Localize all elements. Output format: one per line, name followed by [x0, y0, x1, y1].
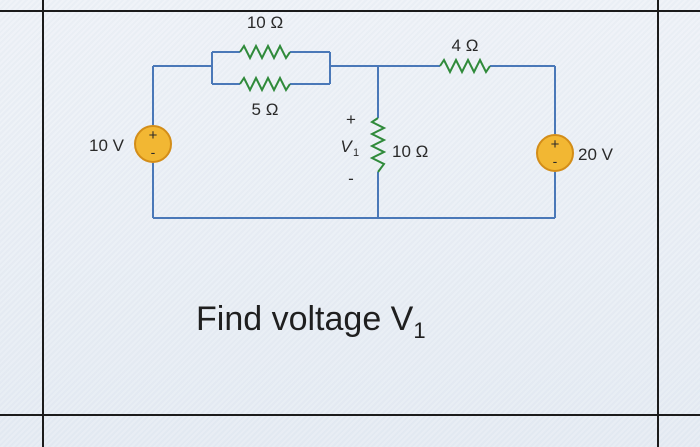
svg-text:V: V: [340, 137, 353, 156]
label-10ohm-shunt: 10 Ω: [392, 142, 428, 161]
voltage-marker-v1: + V 1 -: [340, 110, 359, 188]
question-text: Find voltage V1: [196, 300, 426, 343]
resistor-4ohm-series: [439, 57, 491, 75]
svg-text:-: -: [151, 144, 156, 160]
table-bottom-border: [0, 414, 700, 416]
circuit-wires: [152, 51, 556, 219]
resistor-5ohm-parallel: [239, 75, 291, 93]
label-source-right: 20 V: [578, 145, 614, 164]
label-source-left: 10 V: [89, 136, 125, 155]
voltage-source-right: + -: [536, 134, 574, 172]
svg-text:-: -: [348, 169, 354, 188]
resistor-10ohm-parallel: [239, 43, 291, 61]
resistor-10ohm-shunt: [369, 117, 387, 173]
svg-text:-: -: [553, 153, 558, 169]
table-left-border: [42, 0, 44, 447]
question-subscript: 1: [413, 318, 426, 343]
label-5ohm-parallel: 5 Ω: [252, 100, 279, 119]
table-top-border: [0, 10, 700, 12]
svg-text:+: +: [149, 127, 158, 144]
question-main: Find voltage V: [196, 300, 414, 338]
svg-text:1: 1: [353, 147, 359, 159]
svg-text:+: +: [346, 110, 356, 129]
label-10ohm-parallel: 10 Ω: [247, 13, 283, 32]
table-right-border: [657, 0, 659, 447]
voltage-source-left: + -: [134, 125, 172, 163]
label-4ohm-series: 4 Ω: [452, 36, 479, 55]
svg-text:+: +: [551, 136, 560, 153]
